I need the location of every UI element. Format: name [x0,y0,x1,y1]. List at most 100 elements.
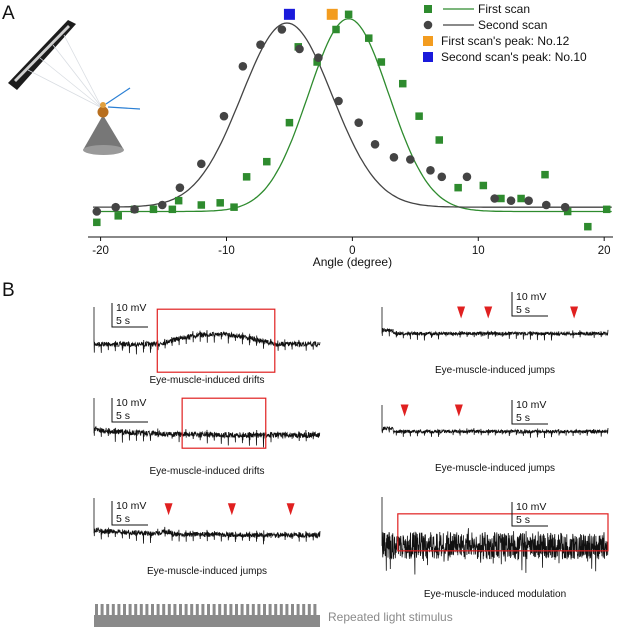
stimulus-pulse [235,604,238,616]
stimulus-pulse [251,604,255,616]
point-second-scan [560,202,570,212]
point-second-scan [92,207,102,216]
point-second-scan [256,40,265,49]
x-tick-label: 20 [598,245,611,257]
legend-label-second-peak: Second scan's peak: No.10 [441,50,587,64]
x-tick-label: -20 [92,245,109,257]
point-second-scan [238,62,248,71]
trace-caption: Eye-muscle-induced jumps [147,566,267,577]
event-arrow-icon [400,404,409,417]
stimulus-pulse [257,604,261,616]
scale-bar-time-label: 5 s [516,412,530,424]
point-first-scan [454,183,462,192]
stimulus-base [94,615,320,627]
scale-bar [111,501,148,526]
panel-label-b: B [2,280,15,301]
legend-marker-first-peak [423,36,433,46]
point-second-scan [506,196,516,205]
point-first-scan [174,196,183,205]
highlight-box [156,308,276,373]
stimulus-setup-illustration [8,20,141,155]
point-first-scan [230,203,238,211]
stimulus-pulse [128,604,132,616]
event-arrow-icon [164,503,173,516]
cone-stand-icon [83,115,124,150]
legend-label-first-peak: First scan's peak: No.12 [441,34,570,48]
scale-bar-time-label: 5 s [116,513,130,525]
stimulus-pulse [302,604,306,616]
point-second-scan [524,196,533,205]
stimulus-pulse [95,604,98,616]
scale-bar-voltage-label: 10 mV [516,291,546,303]
scale-bar-time-label: 5 s [116,410,130,422]
stimulus-pulse [307,604,311,616]
stimulus-pulse [274,604,278,616]
trace-caption: Eye-muscle-induced drifts [149,375,264,386]
point-second-scan [130,205,139,214]
stimulus-pulse [100,604,104,616]
scale-bar-voltage-label: 10 mV [116,302,146,314]
stimulus-pulse [156,604,160,616]
point-second-scan [219,111,229,121]
point-second-scan [389,153,399,162]
stimulus-pulse [106,604,110,616]
event-arrow-icon [286,503,295,516]
panel-label-a: A [2,3,15,24]
event-arrow-icon [457,306,466,319]
trace-caption: Eye-muscle-induced drifts [149,466,264,477]
point-first-scan [435,136,444,144]
legend-label-second-scan: Second scan [478,18,547,32]
point-first-scan [332,25,340,34]
point-second-scan [277,25,287,34]
voltage-trace [93,498,321,545]
stimulus-pulse [263,604,266,616]
stimulus-pulse [296,604,300,616]
trace-3: 10 mV5 s Eye-muscle-induced drifts [93,397,321,477]
stimulus-pulse [184,604,188,616]
stimulus-pulse [279,604,283,616]
event-arrow-icon [484,306,493,319]
scale-bar [111,303,148,328]
voltage-trace [381,405,609,439]
scale-bar [111,398,148,423]
stimulus-pulse [201,604,205,616]
point-first-scan [114,212,122,220]
stimulus-pulse [117,604,121,616]
scale-bar [511,292,548,317]
stimulus-pulse [179,604,182,616]
point-first-scan [344,10,353,19]
point-first-scan [365,34,373,42]
point-second-scan [197,159,206,169]
point-first-scan [497,194,505,203]
point-first-scan [479,181,488,190]
voltage-trace [93,398,321,448]
point-first-scan [285,118,294,127]
screen-highlight [14,25,70,82]
scale-bar-voltage-label: 10 mV [116,397,146,409]
trace-caption: Eye-muscle-induced jumps [435,463,555,474]
electrode-1 [105,87,131,105]
stimulus-pulse [134,604,138,616]
fit-curve-second-scan [93,22,612,208]
peak-marker-second-scan [283,8,295,20]
light-stimulus-bar [94,604,320,627]
event-arrow-icon [227,503,236,516]
point-second-scan [426,166,435,175]
stimulus-pulse [139,604,143,616]
stimulus-label: Repeated light stimulus [328,610,453,624]
voltage-trace [93,307,321,355]
stimulus-pulse [223,604,227,616]
voltage-trace [381,307,609,341]
point-first-scan [377,58,386,66]
event-arrow-icon [454,404,463,417]
event-arrow-icon [570,306,579,319]
stimulus-pulse [207,604,210,616]
stimulus-pulse [162,604,166,616]
data-points [92,8,611,231]
